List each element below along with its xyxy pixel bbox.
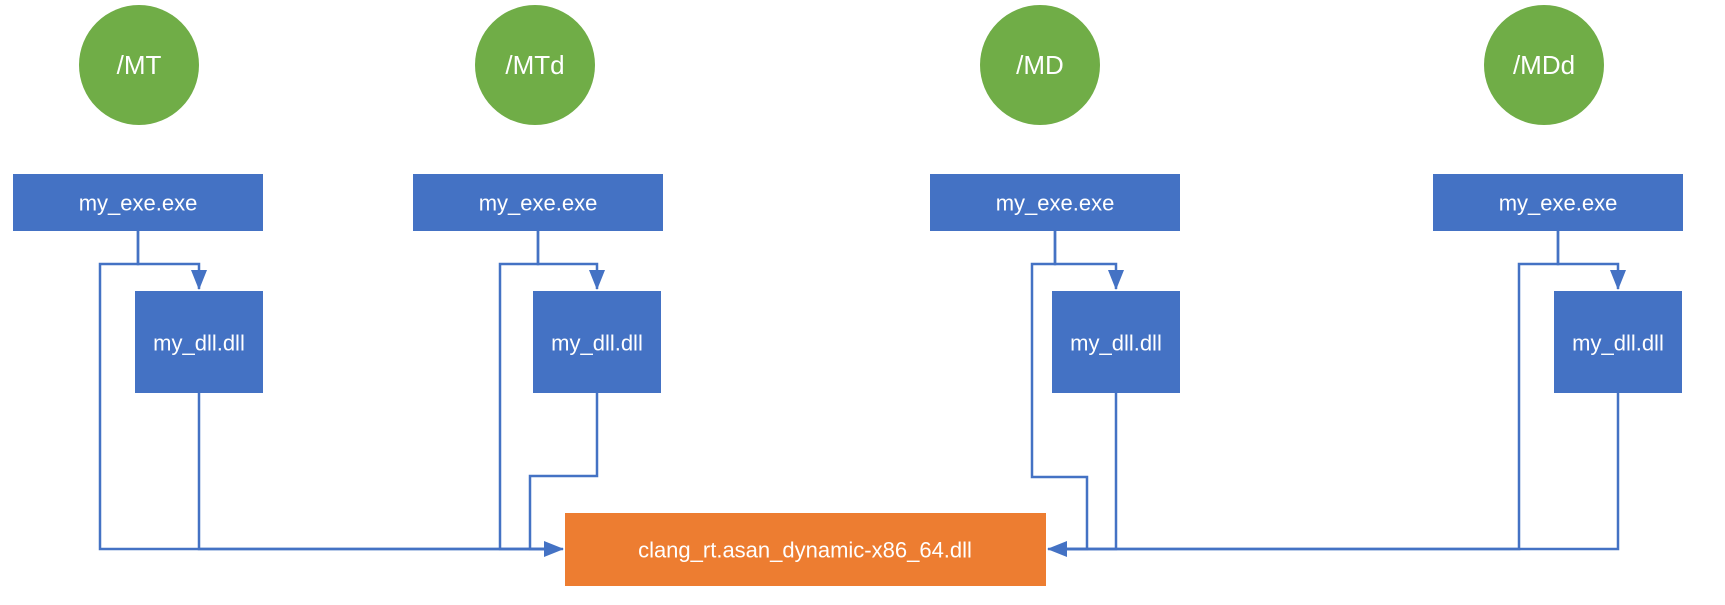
flag-label-md: /MD <box>1016 50 1064 80</box>
connector-dll2-to-runtime <box>528 393 599 551</box>
asan-runtime-node <box>565 513 1046 586</box>
exe-label-3: my_exe.exe <box>996 191 1115 216</box>
exe-node-4 <box>1433 174 1683 231</box>
exe-node-1 <box>13 174 263 231</box>
dll-label-2: my_dll.dll <box>551 331 643 356</box>
dll-label-1: my_dll.dll <box>153 331 245 356</box>
dll-label-3: my_dll.dll <box>1070 331 1162 356</box>
exe-label-4: my_exe.exe <box>1499 191 1618 216</box>
connector-exe2-to-runtime <box>498 230 555 551</box>
flag-label-mtd: /MTd <box>505 50 564 80</box>
exe-node-2 <box>413 174 663 231</box>
connector-exe3-to-dll3 <box>1053 230 1124 290</box>
connector-exe2-to-dll2 <box>536 230 605 290</box>
asan-runtime-label: clang_rt.asan_dynamic-x86_64.dll <box>638 538 972 563</box>
connector-dll1-to-runtime <box>197 393 555 551</box>
dll-node-4 <box>1554 291 1682 393</box>
flag-label-mt: /MT <box>117 50 162 80</box>
connector-exe4-to-dll4 <box>1556 230 1626 290</box>
flag-circle-mt <box>79 5 199 125</box>
dll-node-1 <box>135 291 263 393</box>
dll-node-2 <box>533 291 661 393</box>
dll-node-3 <box>1052 291 1180 393</box>
flag-label-mdd: /MDd <box>1513 50 1575 80</box>
flag-circle-mdd <box>1484 5 1604 125</box>
exe-node-3 <box>930 174 1180 231</box>
connector-dll4-to-runtime <box>1047 393 1620 557</box>
dll-label-4: my_dll.dll <box>1572 331 1664 356</box>
flag-circle-mtd <box>475 5 595 125</box>
exe-label-1: my_exe.exe <box>79 191 198 216</box>
flag-circle-md <box>980 5 1100 125</box>
exe-label-2: my_exe.exe <box>479 191 598 216</box>
connector-exe1-to-dll1 <box>136 230 207 290</box>
